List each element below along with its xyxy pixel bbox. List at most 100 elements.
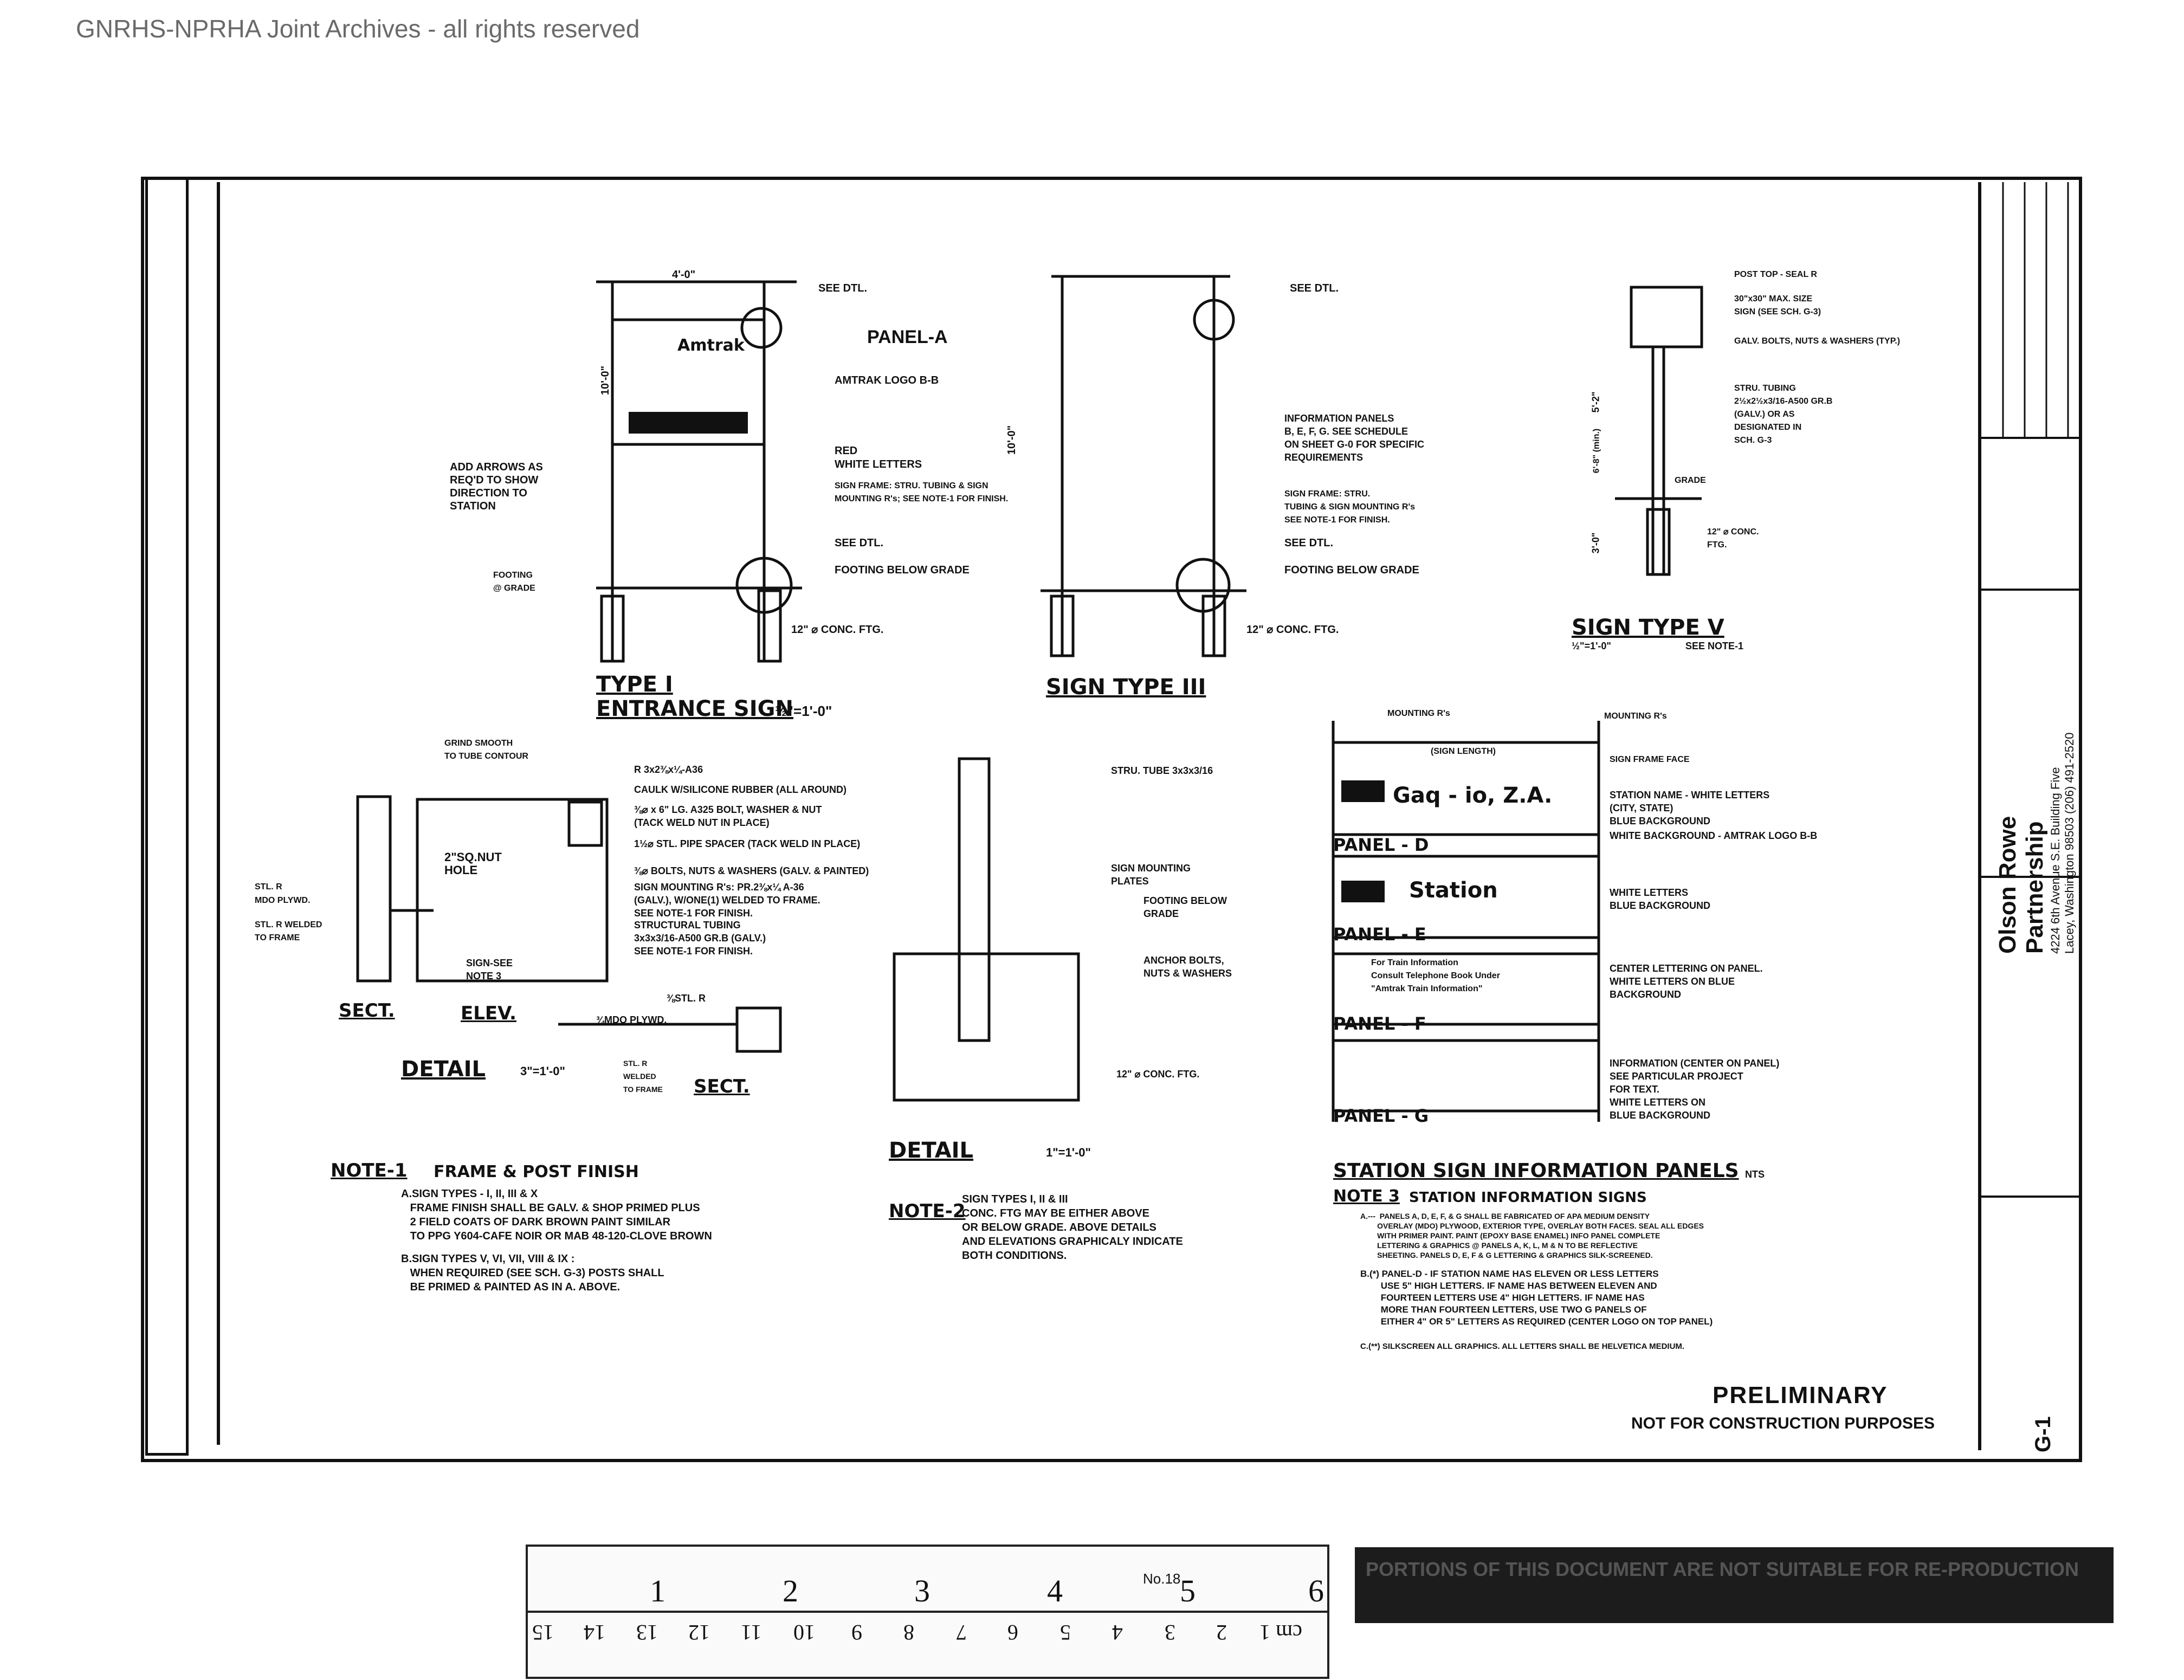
detail2-mounting-label: SIGN MOUNTING PLATES: [1111, 863, 1191, 887]
panels-title: STATION SIGN INFORMATION PANELS: [1333, 1160, 1739, 1182]
mounting-plates-label: SIGN MOUNTING R's: PR.2⅜x¼ A-36 (GALV.),…: [634, 882, 820, 919]
type1-subtitle: ENTRANCE SIGN: [596, 696, 793, 721]
red-bar: [629, 412, 748, 434]
conc-ftg-3: 12" ⌀ CONC. FTG.: [1246, 624, 1339, 636]
note2-title: NOTE-2: [889, 1200, 966, 1222]
preliminary-stamp: PRELIMINARY: [1713, 1382, 1888, 1408]
reproduction-warning-text: PORTIONS OF THIS DOCUMENT ARE NOT SUITAB…: [1366, 1558, 2079, 1580]
bolts-nuts-label: ⅜⌀ BOLTS, NUTS & WASHERS (GALV. & PAINTE…: [634, 865, 869, 876]
ruler-model: No.18: [1143, 1571, 1181, 1587]
cm-7: 7: [956, 1620, 967, 1645]
cm-14: 14: [584, 1620, 605, 1645]
sign-see-note-label: SIGN-SEE NOTE 3: [466, 958, 513, 981]
train-info-text: For Train Information Consult Telephone …: [1371, 958, 1500, 993]
detail2-footing-label: FOOTING BELOW GRADE: [1143, 895, 1227, 919]
inch-6: 6: [1308, 1573, 1324, 1608]
sect-b-title: SECT.: [694, 1076, 750, 1097]
detail-1-title: DETAIL: [401, 1057, 486, 1082]
cm-8: 8: [903, 1620, 914, 1645]
type5-dim-3: 3'-0": [1590, 532, 1601, 554]
stl-plate-2-label: ⅜STL. R: [667, 993, 706, 1004]
mdo-plywd-label: MDO PLYWD.: [255, 896, 311, 905]
cm-13: 13: [636, 1620, 658, 1645]
amtrak-logo-label: AMTRAK LOGO B-B: [835, 374, 939, 386]
inch-4: 4: [1047, 1573, 1063, 1608]
bolt-label: ⅜⌀ x 6" LG. A325 BOLT, WASHER & NUT (TAC…: [634, 804, 822, 828]
panels-nts: NTS: [1745, 1169, 1765, 1180]
spacer-label: 1½⌀ STL. PIPE SPACER (TACK WELD IN PLACE…: [634, 838, 861, 849]
inch-3: 3: [914, 1573, 930, 1608]
type5-dim-2: 6'-8" (min.): [1592, 428, 1601, 474]
stl-welded-2-label: STL. R WELDED TO FRAME: [623, 1059, 663, 1094]
detail2-anchor-label: ANCHOR BOLTS, NUTS & WASHERS: [1143, 955, 1232, 979]
note3-heading: STATION INFORMATION SIGNS: [1409, 1190, 1647, 1206]
amtrak-text: Amtrak: [677, 336, 745, 355]
firm-block: [1981, 589, 2079, 878]
sign-length-label: (SIGN LENGTH): [1431, 747, 1496, 756]
mounting-plates-top-1: MOUNTING R's: [1387, 709, 1450, 718]
see-dtl-top-1: SEE DTL.: [818, 282, 868, 294]
cm-12: 12: [688, 1620, 710, 1645]
stl-plate-label: STL. R: [255, 882, 282, 891]
mounting-plates-top-2: MOUNTING R's: [1604, 712, 1667, 721]
red-label: RED: [835, 445, 858, 457]
cm-6: 6: [1007, 1620, 1018, 1645]
type1-frame-note: SIGN FRAME: STRU. TUBING & SIGN MOUNTING…: [835, 481, 1009, 503]
see-dtl-top-3: SEE DTL.: [1290, 282, 1339, 294]
cm-10: 10: [793, 1620, 815, 1645]
nut-hole-label: 2"SQ.NUT HOLE: [444, 850, 502, 877]
panel-f-label: PANEL - F: [1333, 1013, 1426, 1034]
detail-2-scale: 1"=1'-0": [1046, 1146, 1091, 1159]
panel-g-label: PANEL - G: [1333, 1106, 1429, 1126]
type3-height-dim: 10'-0": [1006, 425, 1018, 455]
panel-e-label: PANEL - E: [1333, 924, 1426, 945]
drawing-area: [217, 182, 1981, 1445]
note3-title: NOTE 3: [1333, 1187, 1400, 1206]
station-text: Station: [1409, 878, 1498, 903]
type1-scale: ½"=1'-0": [775, 703, 832, 719]
inch-2: 2: [783, 1573, 798, 1608]
grind-smooth-label: GRIND SMOOTH TO TUBE CONTOUR: [444, 739, 528, 761]
ruler-divider: [528, 1611, 1327, 1613]
see-dtl-bot-3: SEE DTL.: [1284, 537, 1334, 549]
cm-3: 3: [1165, 1620, 1175, 1645]
white-bg-note: WHITE BACKGROUND - AMTRAK LOGO B-B: [1610, 830, 1818, 841]
revision-grid: [2002, 182, 2069, 437]
elev-title: ELEV.: [461, 1003, 516, 1024]
left-binding-strip: [145, 177, 189, 1456]
type3-info-panels: INFORMATION PANELS B, E, F, G. SEE SCHED…: [1284, 413, 1425, 463]
cm-5: 5: [1060, 1620, 1071, 1645]
sect-a-title: SECT.: [339, 1000, 395, 1022]
cm-15: 15: [532, 1620, 554, 1645]
conc-ftg-1: 12" ⌀ CONC. FTG.: [791, 624, 884, 636]
grade-label: GRADE: [1675, 476, 1706, 485]
note1-title: NOTE-1: [331, 1160, 408, 1181]
information-note: INFORMATION (CENTER ON PANEL) SEE PARTIC…: [1610, 1058, 1780, 1121]
station-name-note: STATION NAME - WHITE LETTERS (CITY, STAT…: [1610, 790, 1770, 826]
footing-below-1: FOOTING BELOW GRADE: [835, 564, 970, 576]
cm-9: 9: [851, 1620, 862, 1645]
type3-frame-note: SIGN FRAME: STRU. TUBING & SIGN MOUNTING…: [1284, 489, 1416, 525]
type1-title: TYPE I: [596, 672, 673, 697]
post-top-label: POST TOP - SEAL R: [1734, 270, 1817, 279]
note3-a: A.--- PANELS A, D, E, F, & G SHALL BE FA…: [1360, 1212, 1704, 1259]
center-lettering-note: CENTER LETTERING ON PANEL. WHITE LETTERS…: [1610, 963, 1763, 1000]
add-arrows-note: ADD ARROWS AS REQ'D TO SHOW DIRECTION TO…: [450, 461, 543, 512]
note1-heading: FRAME & POST FINISH: [434, 1162, 639, 1181]
cm-11: 11: [741, 1620, 762, 1645]
type3-title: SIGN TYPE III: [1046, 675, 1206, 700]
plate-label: R 3x2⅜x¼-A36: [634, 764, 703, 775]
type1-height-dim: 10'-0": [599, 365, 612, 396]
footing-below-3: FOOTING BELOW GRADE: [1284, 564, 1419, 576]
panel-e-letters-note: WHITE LETTERS BLUE BACKGROUND: [1610, 887, 1710, 911]
stru-tubing-label: STRU. TUBING 2½x2½x3/16-A500 GR.B (GALV.…: [1734, 384, 1833, 445]
drawn-by-block: [1981, 437, 2079, 591]
inch-1: 1: [650, 1573, 665, 1608]
panel-a-label: PANEL-A: [867, 327, 948, 347]
type5-title: SIGN TYPE V: [1572, 615, 1724, 640]
type1-width-dim: 4'-0": [672, 269, 696, 281]
mdo-plywd-2-label: ¾MDO PLYWD.: [596, 1015, 667, 1025]
galv-bolts-label: GALV. BOLTS, NUTS & WASHERS (TYP.): [1734, 337, 1901, 346]
stl-welded-label: STL. R WELDED TO FRAME: [255, 920, 322, 942]
